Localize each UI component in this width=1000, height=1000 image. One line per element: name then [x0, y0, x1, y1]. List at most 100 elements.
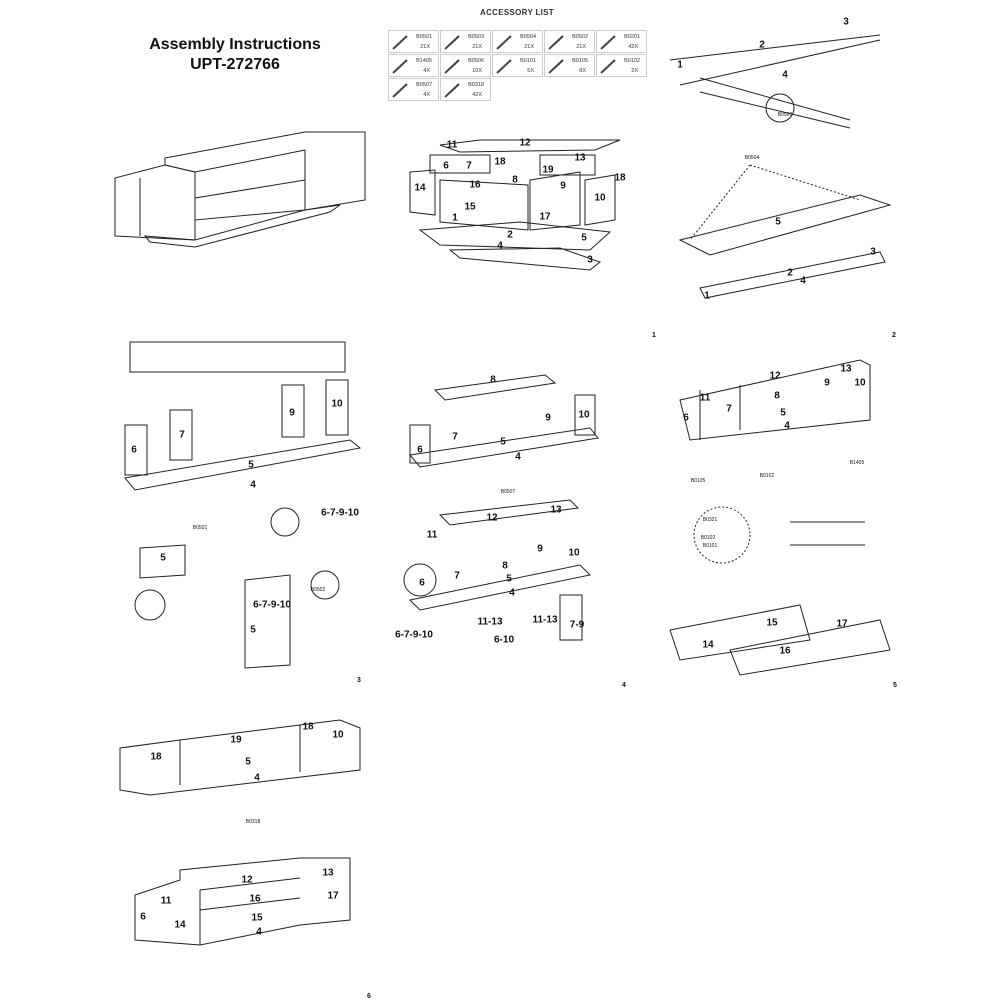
- page-number: 5: [893, 682, 897, 689]
- hardware-code-label: B0502: [310, 587, 326, 593]
- page-number: 6: [367, 993, 371, 1000]
- part-number-label: 12: [486, 512, 498, 524]
- accessory-qty: 4X: [423, 68, 430, 74]
- hardware-code-label: B0102: [700, 535, 716, 541]
- accessory-qty: 21X: [420, 44, 430, 50]
- part-number-label: 15: [464, 201, 476, 213]
- part-number-label: 6-10: [493, 634, 515, 646]
- part-number-label: 8: [774, 390, 780, 402]
- part-number-label: 11: [446, 139, 458, 151]
- part-number-label: 15: [251, 912, 263, 924]
- part-number-label: 1: [452, 212, 458, 224]
- hardware-code-label: B0105: [690, 478, 706, 484]
- hardware-icon: [548, 59, 564, 74]
- accessory-code: B0105: [572, 58, 588, 64]
- part-number-label: 6-7-9-10: [321, 507, 359, 519]
- step-6-drawing: [119, 719, 361, 946]
- part-number-label: 6: [419, 577, 425, 589]
- part-number-label: 8: [502, 560, 508, 572]
- part-number-label: 11: [160, 895, 172, 907]
- hardware-icon: [444, 59, 460, 74]
- part-number-label: 6-7-9-10: [395, 629, 433, 641]
- accessory-qty: 21X: [524, 44, 534, 50]
- step-5-drawing: [669, 359, 891, 676]
- hardware-icon: [392, 59, 408, 74]
- part-number-label: 6: [443, 160, 449, 172]
- accessory-code: B0502: [572, 34, 588, 40]
- accessory-qty: 2X: [631, 68, 638, 74]
- part-number-label: 12: [769, 370, 781, 382]
- part-number-label: 2: [759, 39, 765, 51]
- part-number-label: 4: [497, 240, 503, 252]
- part-number-label: 4: [515, 451, 521, 463]
- part-number-label: 2: [507, 229, 513, 241]
- page-number: 4: [622, 682, 626, 689]
- part-number-label: 1: [677, 59, 683, 71]
- part-number-label: 18: [614, 172, 626, 184]
- accessory-item: B0503 21X: [440, 30, 491, 53]
- part-number-label: 10: [332, 729, 344, 741]
- part-number-label: 6: [131, 444, 137, 456]
- part-number-label: 17: [327, 890, 339, 902]
- part-number-label: 11: [426, 529, 438, 541]
- part-number-label: 14: [702, 639, 714, 651]
- accessory-code: B0102: [624, 58, 640, 64]
- part-number-label: 18: [494, 156, 506, 168]
- part-number-label: 19: [542, 164, 554, 176]
- part-number-label: 19: [230, 734, 242, 746]
- part-number-label: 10: [854, 377, 866, 389]
- accessory-qty: 42X: [628, 44, 638, 50]
- part-number-label: 5: [248, 459, 254, 471]
- part-number-label: 7-9: [569, 619, 585, 631]
- part-number-label: 16: [469, 179, 481, 191]
- part-number-label: 9: [545, 412, 551, 424]
- part-number-label: 1: [704, 290, 710, 302]
- step-3-drawing: [124, 341, 362, 669]
- page-number: 3: [357, 677, 361, 684]
- part-number-label: 5: [245, 756, 251, 768]
- part-number-label: 3: [870, 246, 876, 258]
- part-number-label: 11: [699, 392, 711, 404]
- part-number-label: 18: [302, 721, 314, 733]
- exploded-view-drawing: [409, 139, 621, 271]
- part-number-label: 5: [506, 573, 512, 585]
- hardware-icon: [392, 83, 408, 98]
- hardware-code-label: B0318: [245, 819, 261, 825]
- step-2-drawing: [669, 34, 892, 299]
- part-number-label: 6: [140, 911, 146, 923]
- part-number-label: 5: [581, 232, 587, 244]
- part-number-label: 5: [500, 436, 506, 448]
- part-number-label: 4: [800, 275, 806, 287]
- part-number-label: 9: [824, 377, 830, 389]
- part-number-label: 17: [539, 211, 551, 223]
- part-number-label: 12: [519, 137, 531, 149]
- part-number-label: 6-7-9-10: [253, 599, 291, 611]
- hardware-icon: [548, 35, 564, 50]
- part-number-label: 9: [289, 407, 295, 419]
- accessory-qty: 21X: [472, 44, 482, 50]
- accessory-code: B0507: [416, 82, 432, 88]
- hardware-icon: [600, 59, 616, 74]
- part-number-label: 7: [726, 403, 732, 415]
- accessory-code: B0101: [520, 58, 536, 64]
- hardware-icon: [496, 35, 512, 50]
- part-number-label: 15: [766, 617, 778, 629]
- part-number-label: 2: [787, 267, 793, 279]
- page-number: 1: [652, 332, 656, 339]
- part-number-label: 14: [414, 182, 426, 194]
- part-number-label: 7: [452, 431, 458, 443]
- title-line-2: UPT-272766: [190, 56, 280, 73]
- part-number-label: 10: [331, 398, 343, 410]
- part-number-label: 9: [560, 180, 566, 192]
- accessory-code: B0503: [468, 34, 484, 40]
- hardware-code-label: B0501: [192, 525, 208, 531]
- hardware-code-label: B0503: [777, 112, 793, 118]
- hardware-icon: [600, 35, 616, 50]
- part-number-label: 3: [843, 16, 849, 28]
